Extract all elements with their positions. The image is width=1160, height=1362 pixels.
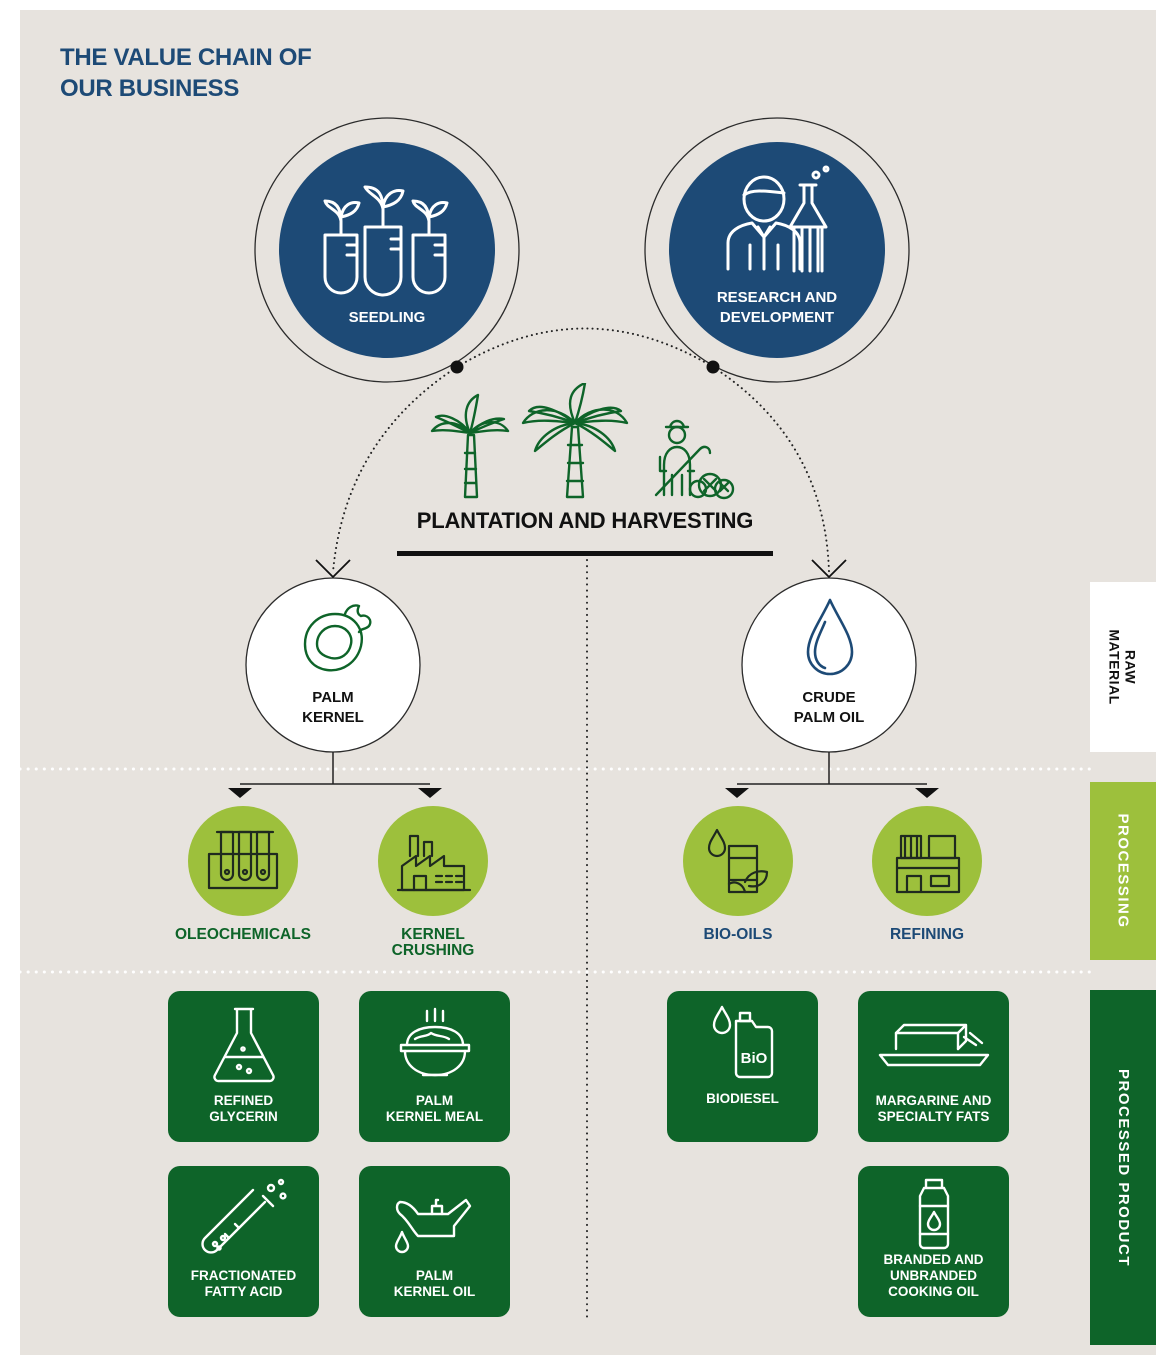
- rd-label-line-1: RESEARCH AND: [716, 289, 838, 306]
- band-processing: PROCESSING: [1090, 782, 1156, 960]
- cooking-line-2: UNBRANDED: [890, 1268, 977, 1283]
- bio-text: BiO: [740, 1050, 767, 1067]
- plantation-heading: PLANTATION AND HARVESTING: [416, 508, 754, 533]
- pko-line-1: PALM: [415, 1268, 454, 1283]
- kernel-crushing-line-2: CRUSHING: [391, 942, 475, 959]
- crude-palm-oil-label: CRUDE PALM OIL: [759, 688, 899, 728]
- arc-node-right: [706, 360, 720, 374]
- glycerin-line-2: GLYCERIN: [209, 1109, 278, 1124]
- band-processed-product: PROCESSED PRODUCT: [1090, 990, 1156, 1345]
- fatty-line-2: FATTY ACID: [204, 1284, 283, 1299]
- refining-label: REFINING: [889, 926, 965, 943]
- page-title: THE VALUE CHAIN OF OUR BUSINESS: [60, 42, 380, 104]
- refining-circle: [872, 806, 982, 916]
- kernel-crushing-circle: [378, 806, 488, 916]
- glycerin-line-1: REFINED: [213, 1093, 274, 1108]
- oil-drop-icon: [806, 598, 854, 676]
- bio-oils-circle: [683, 806, 793, 916]
- margarine-line-1: MARGARINE AND: [875, 1093, 992, 1108]
- arrowhead-left: [315, 559, 351, 579]
- scientist-icon: [726, 165, 830, 273]
- bowl-icon: [399, 1007, 470, 1077]
- arc-node-left: [450, 360, 464, 374]
- cooking-line-1: BRANDED AND: [883, 1252, 984, 1267]
- arrowhead-right: [811, 559, 847, 579]
- factory-icon: [396, 834, 472, 892]
- test-tube-icon: [200, 1178, 287, 1254]
- margarine-line-2: SPECIALTY FATS: [877, 1109, 990, 1124]
- palm-kernel-icon: [303, 604, 372, 672]
- rd-label: RESEARCH AND DEVELOPMENT: [690, 288, 864, 328]
- product-biodiesel: BiO BIODIESEL: [667, 991, 818, 1142]
- pkm-line-1: PALM: [415, 1093, 454, 1108]
- rd-label-line-2: DEVELOPMENT: [719, 309, 835, 326]
- crude-palm-oil-line-2: PALM OIL: [793, 709, 865, 726]
- arc-right: [712, 366, 830, 573]
- palm-kernel-line-1: PALM: [312, 689, 354, 706]
- seedling-ring: [254, 117, 520, 383]
- refinery-icon: [895, 834, 961, 894]
- heading-underline: [397, 551, 773, 556]
- kernel-crushing-label: KERNEL CRUSHING: [348, 927, 518, 959]
- pkm-line-2: KERNEL MEAL: [385, 1109, 484, 1124]
- palm-tree-harvest-icon: [430, 383, 735, 500]
- oil-can-icon: [394, 1198, 471, 1254]
- seedling-icon: [323, 185, 449, 297]
- bio-oil-barrel-icon: [707, 828, 769, 894]
- seedling-circle: [279, 142, 495, 358]
- test-tubes-icon: [207, 830, 279, 890]
- title-line-2: OUR BUSINESS: [60, 75, 240, 102]
- seedling-label: SEEDLING: [348, 309, 426, 326]
- butter-dish-icon: [878, 1023, 989, 1067]
- pko-line-2: KERNEL OIL: [393, 1284, 476, 1299]
- rd-ring: [644, 117, 910, 383]
- flask-icon: [212, 1007, 275, 1083]
- crude-palm-oil-line-1: CRUDE: [802, 689, 856, 706]
- oleochemicals-label: OLEOCHEMICALS: [174, 926, 312, 943]
- bio-oils-label: BIO-OILS: [703, 926, 773, 943]
- fatty-line-1: FRACTIONATED: [190, 1268, 297, 1283]
- palm-kernel-label: PALM KERNEL: [263, 688, 403, 728]
- title-line-1: THE VALUE CHAIN OF: [60, 44, 312, 71]
- arc-top: [456, 327, 714, 368]
- biodiesel-line-1: BIODIESEL: [706, 1091, 779, 1106]
- biodiesel-jerrycan-icon: BiO: [712, 1005, 773, 1079]
- cooking-line-3: COOKING OIL: [888, 1284, 979, 1299]
- palm-kernel-line-2: KERNEL: [302, 709, 364, 726]
- cooking-oil-bottle-icon: [918, 1178, 949, 1250]
- kernel-crushing-line-1: KERNEL: [401, 926, 465, 943]
